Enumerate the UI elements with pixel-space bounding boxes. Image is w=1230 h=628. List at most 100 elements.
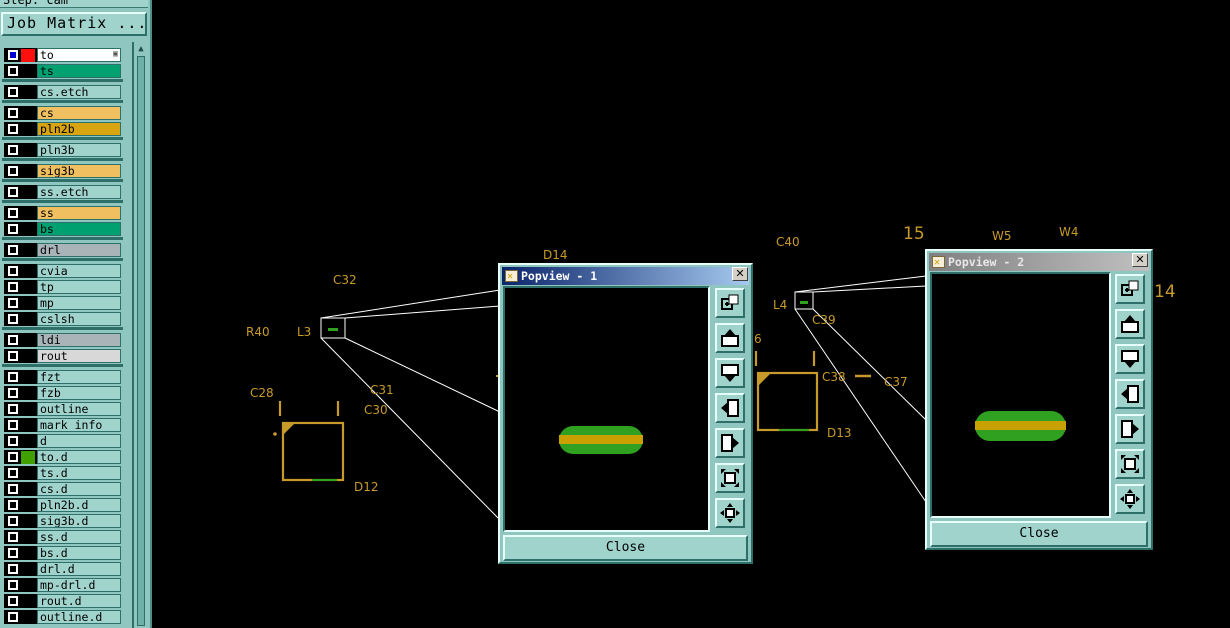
layer-row[interactable]: cvia bbox=[2, 262, 122, 278]
layer-name[interactable]: bs bbox=[37, 222, 121, 236]
layer-name[interactable]: ss bbox=[37, 206, 121, 220]
layer-row[interactable]: sig3b.d bbox=[2, 512, 122, 528]
zoom-window-tool[interactable] bbox=[1115, 274, 1145, 304]
layer-row[interactable]: cslsh bbox=[2, 310, 122, 326]
layer-row[interactable]: bs.d bbox=[2, 544, 122, 560]
layer-checkbox[interactable] bbox=[8, 468, 18, 478]
layer-row[interactable]: pln2b.d bbox=[2, 496, 122, 512]
layer-checkbox[interactable] bbox=[8, 596, 18, 606]
layer-checkbox[interactable] bbox=[8, 208, 18, 218]
layer-name[interactable]: pln2b bbox=[37, 122, 121, 136]
pan-left-tool[interactable] bbox=[715, 393, 745, 423]
layer-row[interactable]: cs bbox=[2, 104, 122, 120]
zoom-fit-tool[interactable] bbox=[715, 463, 745, 493]
layer-name[interactable]: mark_info bbox=[37, 418, 121, 432]
popview-2-viewport[interactable] bbox=[930, 272, 1111, 518]
layer-checkbox[interactable] bbox=[8, 266, 18, 276]
layer-list-scrollbar[interactable]: ▲ bbox=[132, 42, 148, 628]
layer-name[interactable]: ldi bbox=[37, 333, 121, 347]
layer-name[interactable]: cs.d bbox=[37, 482, 121, 496]
layer-checkbox[interactable] bbox=[8, 50, 18, 60]
layer-checkbox[interactable] bbox=[8, 87, 18, 97]
layer-row[interactable]: sig3b bbox=[2, 162, 122, 178]
layer-row[interactable]: fzb bbox=[2, 384, 122, 400]
layer-name[interactable]: rout bbox=[37, 349, 121, 363]
layer-checkbox[interactable] bbox=[8, 484, 18, 494]
popview-2-window[interactable]: Popview - 2 ✕ Close bbox=[925, 249, 1153, 550]
layer-name[interactable]: outline bbox=[37, 402, 121, 416]
layer-name[interactable]: cslsh bbox=[37, 312, 121, 326]
layer-checkbox[interactable] bbox=[8, 224, 18, 234]
layer-name[interactable]: fzb bbox=[37, 386, 121, 400]
layer-checkbox[interactable] bbox=[8, 420, 18, 430]
layer-name[interactable]: cvia bbox=[37, 264, 121, 278]
layer-name[interactable]: pln2b.d bbox=[37, 498, 121, 512]
layer-name[interactable]: sig3b.d bbox=[37, 514, 121, 528]
layer-checkbox[interactable] bbox=[8, 612, 18, 622]
scroll-up-arrow-icon[interactable]: ▲ bbox=[138, 44, 144, 54]
layer-row[interactable]: ss.d bbox=[2, 528, 122, 544]
layer-checkbox[interactable] bbox=[8, 500, 18, 510]
close-icon[interactable]: ✕ bbox=[732, 267, 748, 281]
layer-name[interactable]: drl bbox=[37, 243, 121, 257]
layer-checkbox[interactable] bbox=[8, 166, 18, 176]
layer-row[interactable]: pln2b bbox=[2, 120, 122, 136]
layer-row[interactable]: pln3b bbox=[2, 141, 122, 157]
close-icon[interactable]: ✕ bbox=[1132, 253, 1148, 267]
layer-name[interactable]: fzt bbox=[37, 370, 121, 384]
zoom-fit-tool[interactable] bbox=[1115, 449, 1145, 479]
pan-right-tool[interactable] bbox=[1115, 414, 1145, 444]
layer-name[interactable]: outline.d bbox=[37, 610, 121, 624]
layer-row[interactable]: outline.d bbox=[2, 608, 122, 624]
layer-name[interactable]: to bbox=[37, 48, 121, 62]
layer-name[interactable]: drl.d bbox=[37, 562, 121, 576]
popview-1-close-button[interactable]: Close bbox=[503, 535, 748, 561]
layer-row[interactable]: ts.d bbox=[2, 464, 122, 480]
layer-name[interactable]: to.d bbox=[37, 450, 121, 464]
layer-checkbox[interactable] bbox=[8, 404, 18, 414]
layer-row[interactable]: tp bbox=[2, 278, 122, 294]
layer-row[interactable]: drl.d bbox=[2, 560, 122, 576]
layer-name[interactable]: d bbox=[37, 434, 121, 448]
layer-name[interactable]: rout.d bbox=[37, 594, 121, 608]
layer-checkbox[interactable] bbox=[8, 564, 18, 574]
graphics-canvas[interactable]: D14 C32 R40 L3 C28 C31 C30 D12 C40 15 W5… bbox=[152, 0, 1230, 628]
pan-down-tool[interactable] bbox=[715, 358, 745, 388]
pan-down-tool[interactable] bbox=[1115, 344, 1145, 374]
layer-name[interactable]: bs.d bbox=[37, 546, 121, 560]
layer-checkbox[interactable] bbox=[8, 282, 18, 292]
layer-checkbox[interactable] bbox=[8, 108, 18, 118]
layer-row[interactable]: to▣ bbox=[2, 46, 122, 62]
layer-checkbox[interactable] bbox=[8, 245, 18, 255]
layer-row[interactable]: ldi bbox=[2, 331, 122, 347]
layer-checkbox[interactable] bbox=[8, 124, 18, 134]
layer-checkbox[interactable] bbox=[8, 388, 18, 398]
layer-row[interactable]: mp-drl.d bbox=[2, 576, 122, 592]
layer-row[interactable]: rout.d bbox=[2, 592, 122, 608]
layer-checkbox[interactable] bbox=[8, 145, 18, 155]
layer-name[interactable]: ss.etch bbox=[37, 185, 121, 199]
layer-row[interactable]: mark_info bbox=[2, 416, 122, 432]
layer-name[interactable]: tp bbox=[37, 280, 121, 294]
layer-row[interactable]: to.d bbox=[2, 448, 122, 464]
layer-row[interactable]: bs bbox=[2, 220, 122, 236]
popview-2-close-button[interactable]: Close bbox=[930, 521, 1148, 547]
layer-checkbox[interactable] bbox=[8, 187, 18, 197]
layer-checkbox[interactable] bbox=[8, 452, 18, 462]
pan-up-tool[interactable] bbox=[715, 323, 745, 353]
layer-name[interactable]: mp-drl.d bbox=[37, 578, 121, 592]
layer-name[interactable]: pln3b bbox=[37, 143, 121, 157]
layer-row[interactable]: drl bbox=[2, 241, 122, 257]
layer-row[interactable]: rout bbox=[2, 347, 122, 363]
layer-row[interactable]: outline bbox=[2, 400, 122, 416]
pan-up-tool[interactable] bbox=[1115, 309, 1145, 339]
layer-name[interactable]: cs bbox=[37, 106, 121, 120]
zoom-window-tool[interactable] bbox=[715, 288, 745, 318]
layer-row[interactable]: cs.d bbox=[2, 480, 122, 496]
popview-1-window[interactable]: Popview - 1 ✕ Close bbox=[498, 263, 753, 564]
zoom-out-tool[interactable] bbox=[1115, 484, 1145, 514]
zoom-out-tool[interactable] bbox=[715, 498, 745, 528]
layer-checkbox[interactable] bbox=[8, 351, 18, 361]
popview-2-titlebar[interactable]: Popview - 2 bbox=[929, 253, 1149, 272]
layer-checkbox[interactable] bbox=[8, 580, 18, 590]
